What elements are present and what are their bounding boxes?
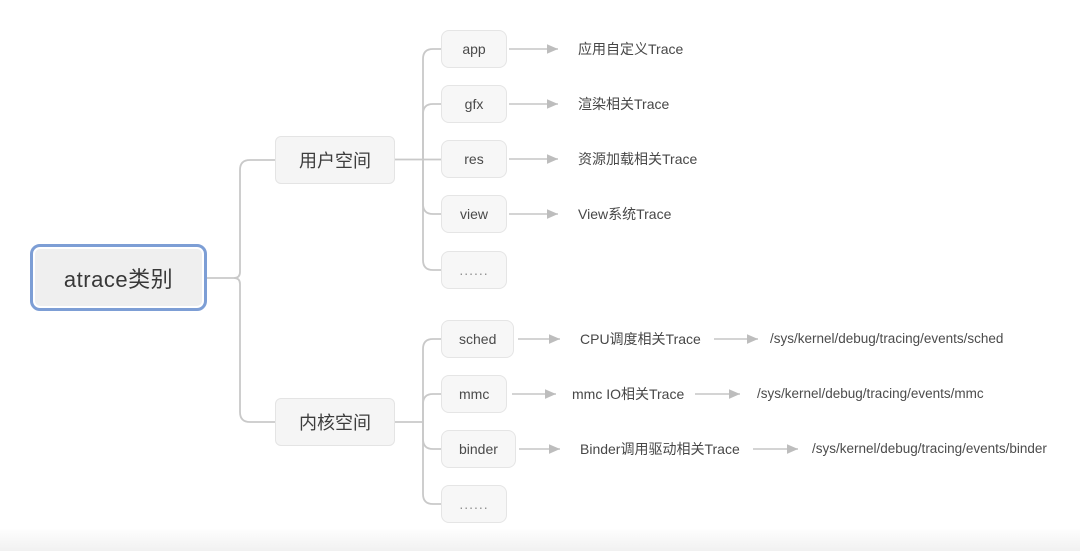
node-mmc[interactable]: mmc (441, 375, 508, 413)
desc-app[interactable]: 应用自定义Trace (578, 41, 684, 57)
node-view[interactable]: view (441, 195, 507, 233)
bottom-edge-shade (0, 529, 1080, 551)
desc-gfx[interactable]: 渲染相关Trace (578, 96, 670, 112)
path-sched[interactable]: /sys/kernel/debug/tracing/events/sched (770, 331, 1004, 346)
desc-binder[interactable]: Binder调用驱动相关Trace (580, 441, 740, 457)
path-mmc[interactable]: /sys/kernel/debug/tracing/events/mmc (757, 386, 984, 401)
node-atrace-root[interactable]: atrace类别 (30, 244, 207, 311)
desc-res[interactable]: 资源加载相关Trace (578, 151, 698, 167)
node-kernel-space[interactable]: 内核空间 (275, 398, 395, 446)
desc-mmc[interactable]: mmc IO相关Trace (572, 386, 685, 402)
arrow-lines (509, 44, 798, 454)
path-binder[interactable]: /sys/kernel/debug/tracing/events/binder (812, 441, 1047, 456)
node-gfx[interactable]: gfx (441, 85, 507, 123)
desc-view[interactable]: View系统Trace (578, 206, 672, 222)
node-app[interactable]: app (441, 30, 507, 68)
node-user-space[interactable]: 用户空间 (275, 136, 395, 184)
desc-sched[interactable]: CPU调度相关Trace (580, 331, 701, 347)
node-ellipsis-kernel[interactable]: ...... (441, 485, 507, 523)
node-binder[interactable]: binder (441, 430, 516, 468)
tree-connectors (207, 48, 441, 505)
node-res[interactable]: res (441, 140, 507, 178)
node-ellipsis-user[interactable]: ...... (441, 251, 507, 289)
node-sched[interactable]: sched (441, 320, 515, 358)
